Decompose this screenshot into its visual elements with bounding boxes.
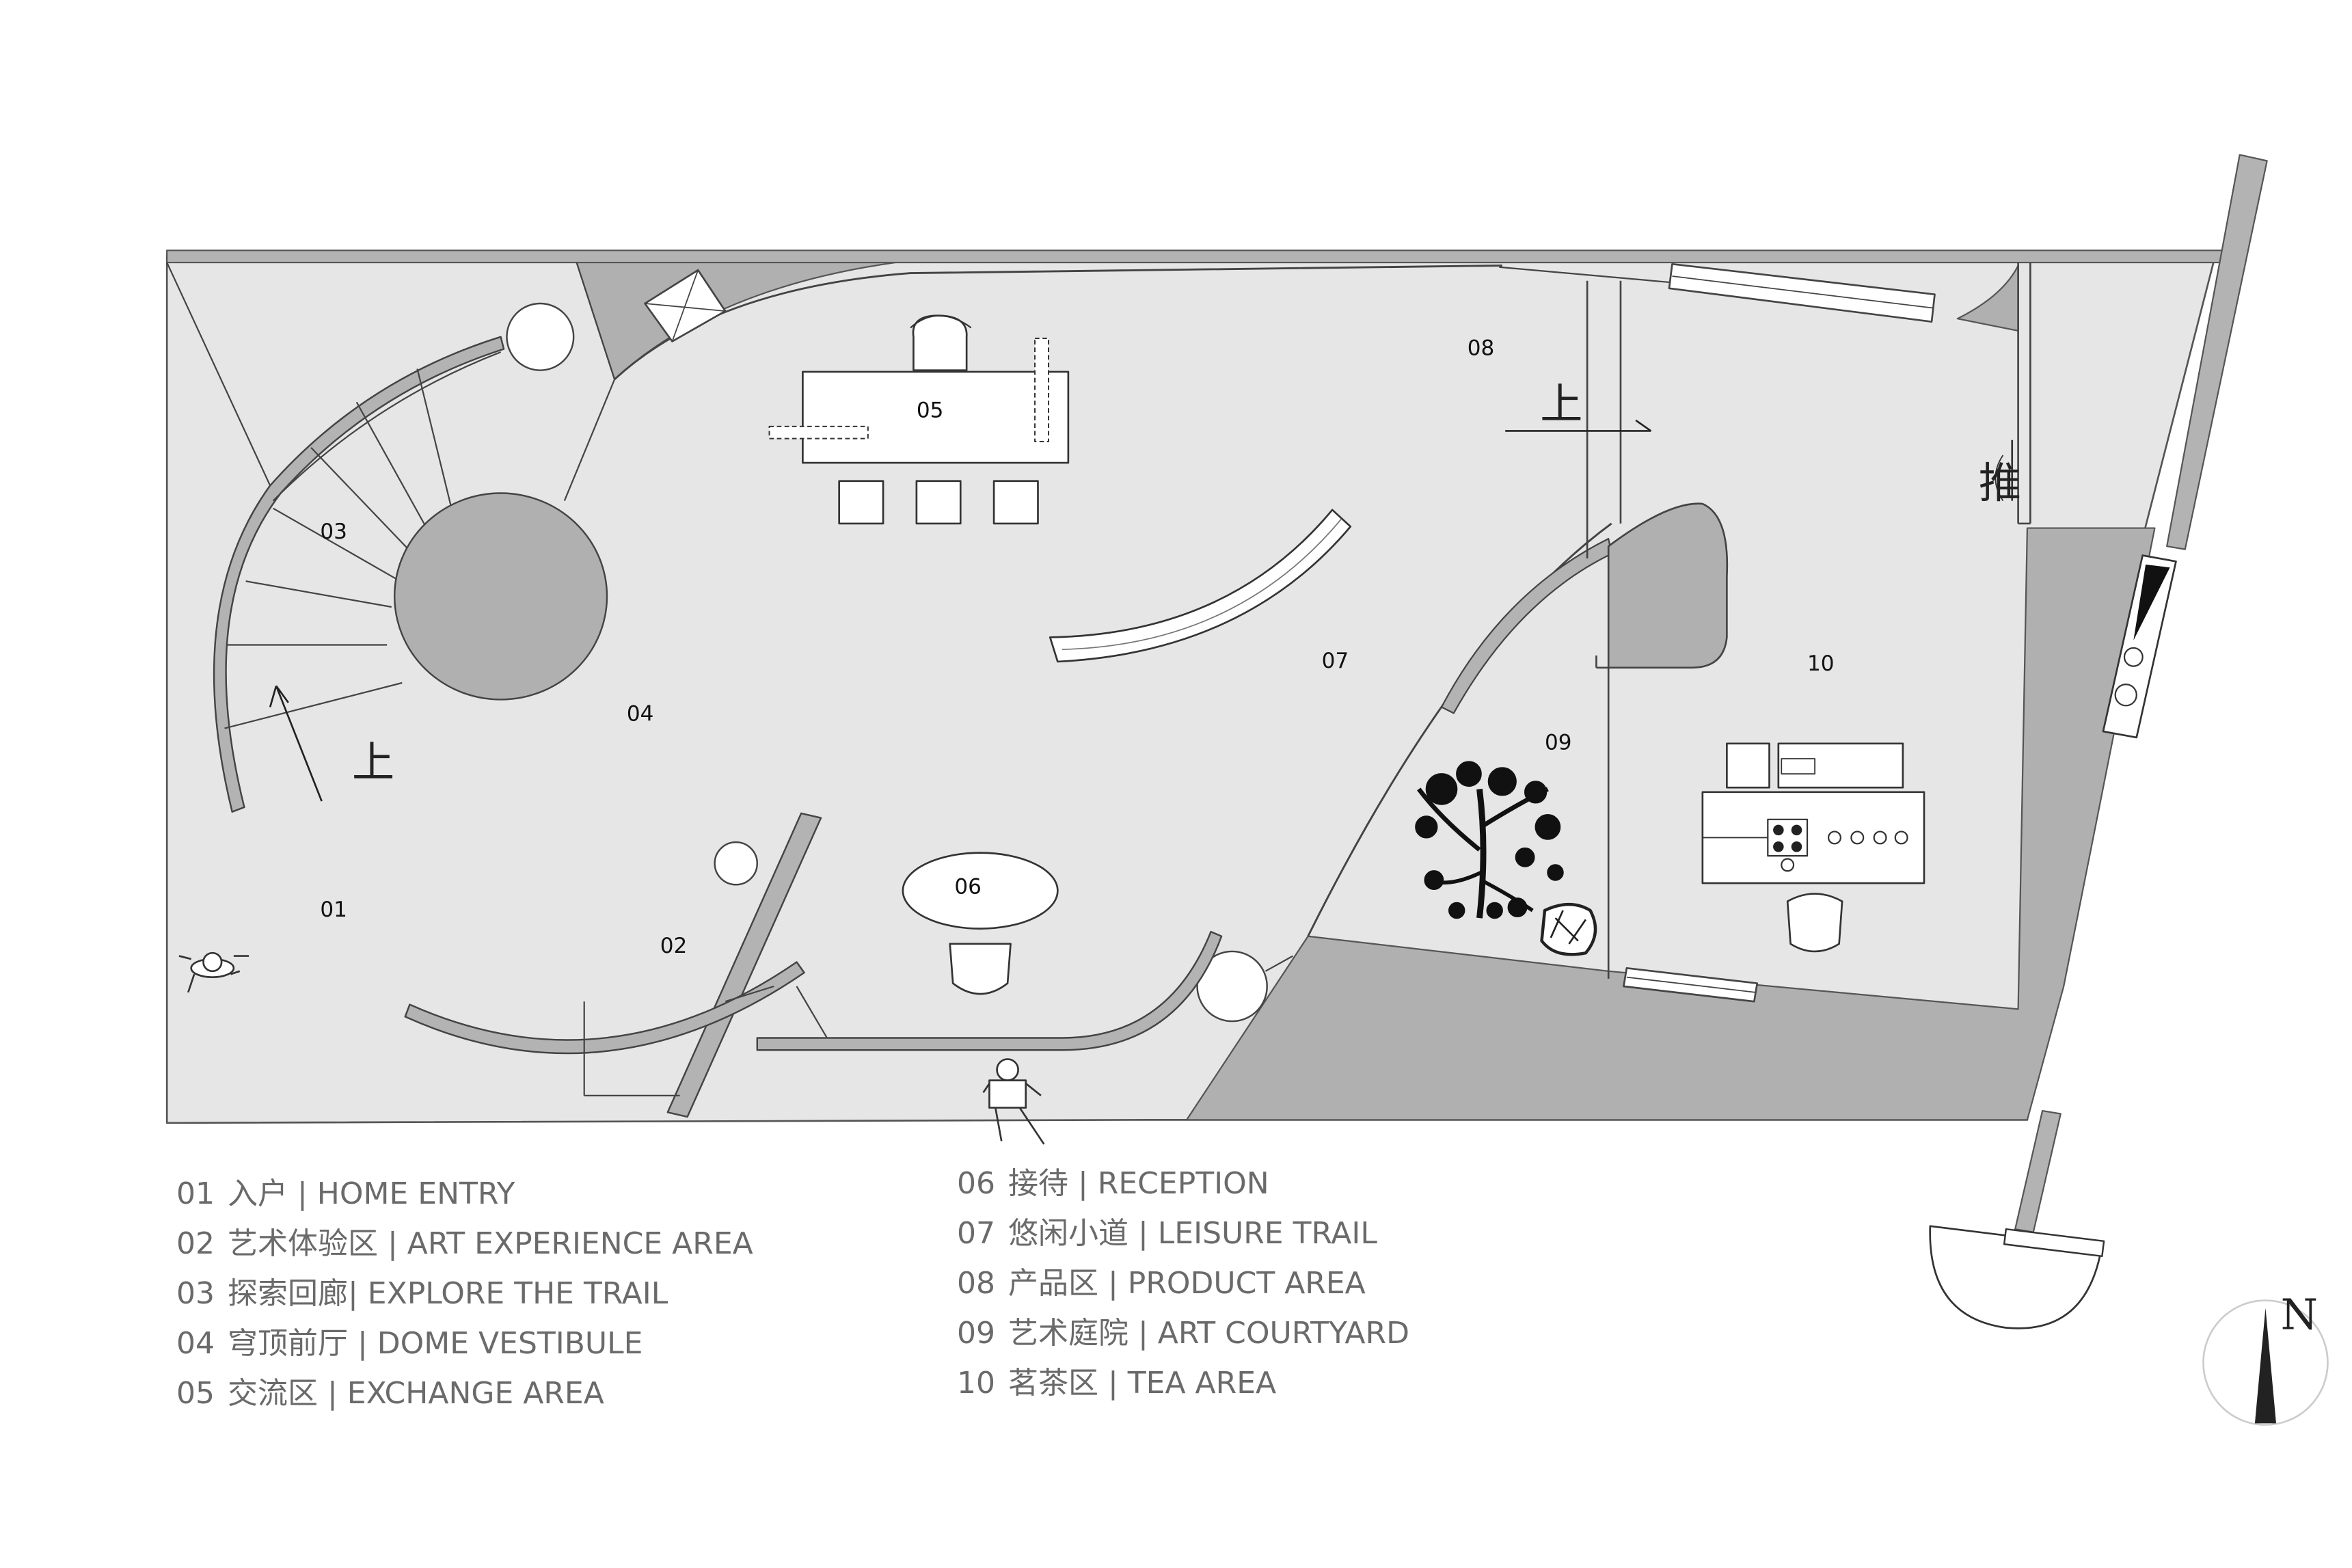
room-02: 02 bbox=[660, 934, 688, 958]
wall-east-lower bbox=[2014, 1109, 2062, 1233]
stair-treads bbox=[166, 262, 616, 729]
window-top-right bbox=[1668, 262, 1936, 323]
courtyard-wall bbox=[1440, 537, 1612, 714]
column-left bbox=[714, 841, 759, 886]
reception-desk bbox=[902, 852, 1059, 930]
door-swing-icon bbox=[1929, 1225, 2105, 1329]
dark-block bbox=[1607, 502, 1729, 669]
stair-outer-wall bbox=[213, 336, 505, 813]
dome bbox=[393, 492, 608, 701]
column-top bbox=[506, 302, 575, 371]
window-south bbox=[1623, 967, 1759, 1003]
curve-north bbox=[614, 265, 1502, 381]
curved-bench bbox=[1049, 509, 1352, 663]
room-04: 04 bbox=[627, 702, 654, 727]
ramp-up-label: 上 bbox=[1540, 379, 1582, 429]
chair-icon bbox=[949, 943, 1012, 995]
room-07: 07 bbox=[1322, 649, 1349, 673]
chair-icon bbox=[1786, 893, 1843, 953]
room-10: 10 bbox=[1807, 651, 1835, 676]
person-icon bbox=[982, 1058, 1045, 1145]
wall-top bbox=[166, 249, 2229, 264]
room-09: 09 bbox=[1545, 731, 1572, 755]
rock-icon bbox=[1540, 903, 1597, 956]
art-wall-curve bbox=[404, 961, 805, 1055]
tree-icon bbox=[1415, 761, 1564, 919]
room-01: 01 bbox=[320, 897, 347, 922]
stair-up-label: 上 bbox=[352, 738, 394, 787]
tea-table bbox=[1701, 742, 1925, 884]
north-arrow-icon: N bbox=[2202, 1290, 2329, 1426]
wall-east bbox=[2166, 154, 2268, 550]
room-06: 06 bbox=[954, 875, 982, 900]
push-label: 推 bbox=[1979, 458, 2021, 508]
kitchen-counter bbox=[2102, 554, 2177, 739]
window-nw bbox=[644, 269, 727, 342]
chair-icon bbox=[910, 314, 972, 372]
room-05: 05 bbox=[917, 398, 944, 423]
stair-arrow bbox=[275, 685, 323, 802]
person-icon bbox=[178, 951, 249, 993]
north-label: N bbox=[2281, 1290, 2318, 1340]
column-right bbox=[1196, 950, 1268, 1023]
room-08: 08 bbox=[1468, 336, 1495, 360]
room-03: 03 bbox=[320, 519, 347, 544]
exchange-table bbox=[768, 338, 1070, 525]
reception-wall bbox=[756, 930, 1223, 1051]
